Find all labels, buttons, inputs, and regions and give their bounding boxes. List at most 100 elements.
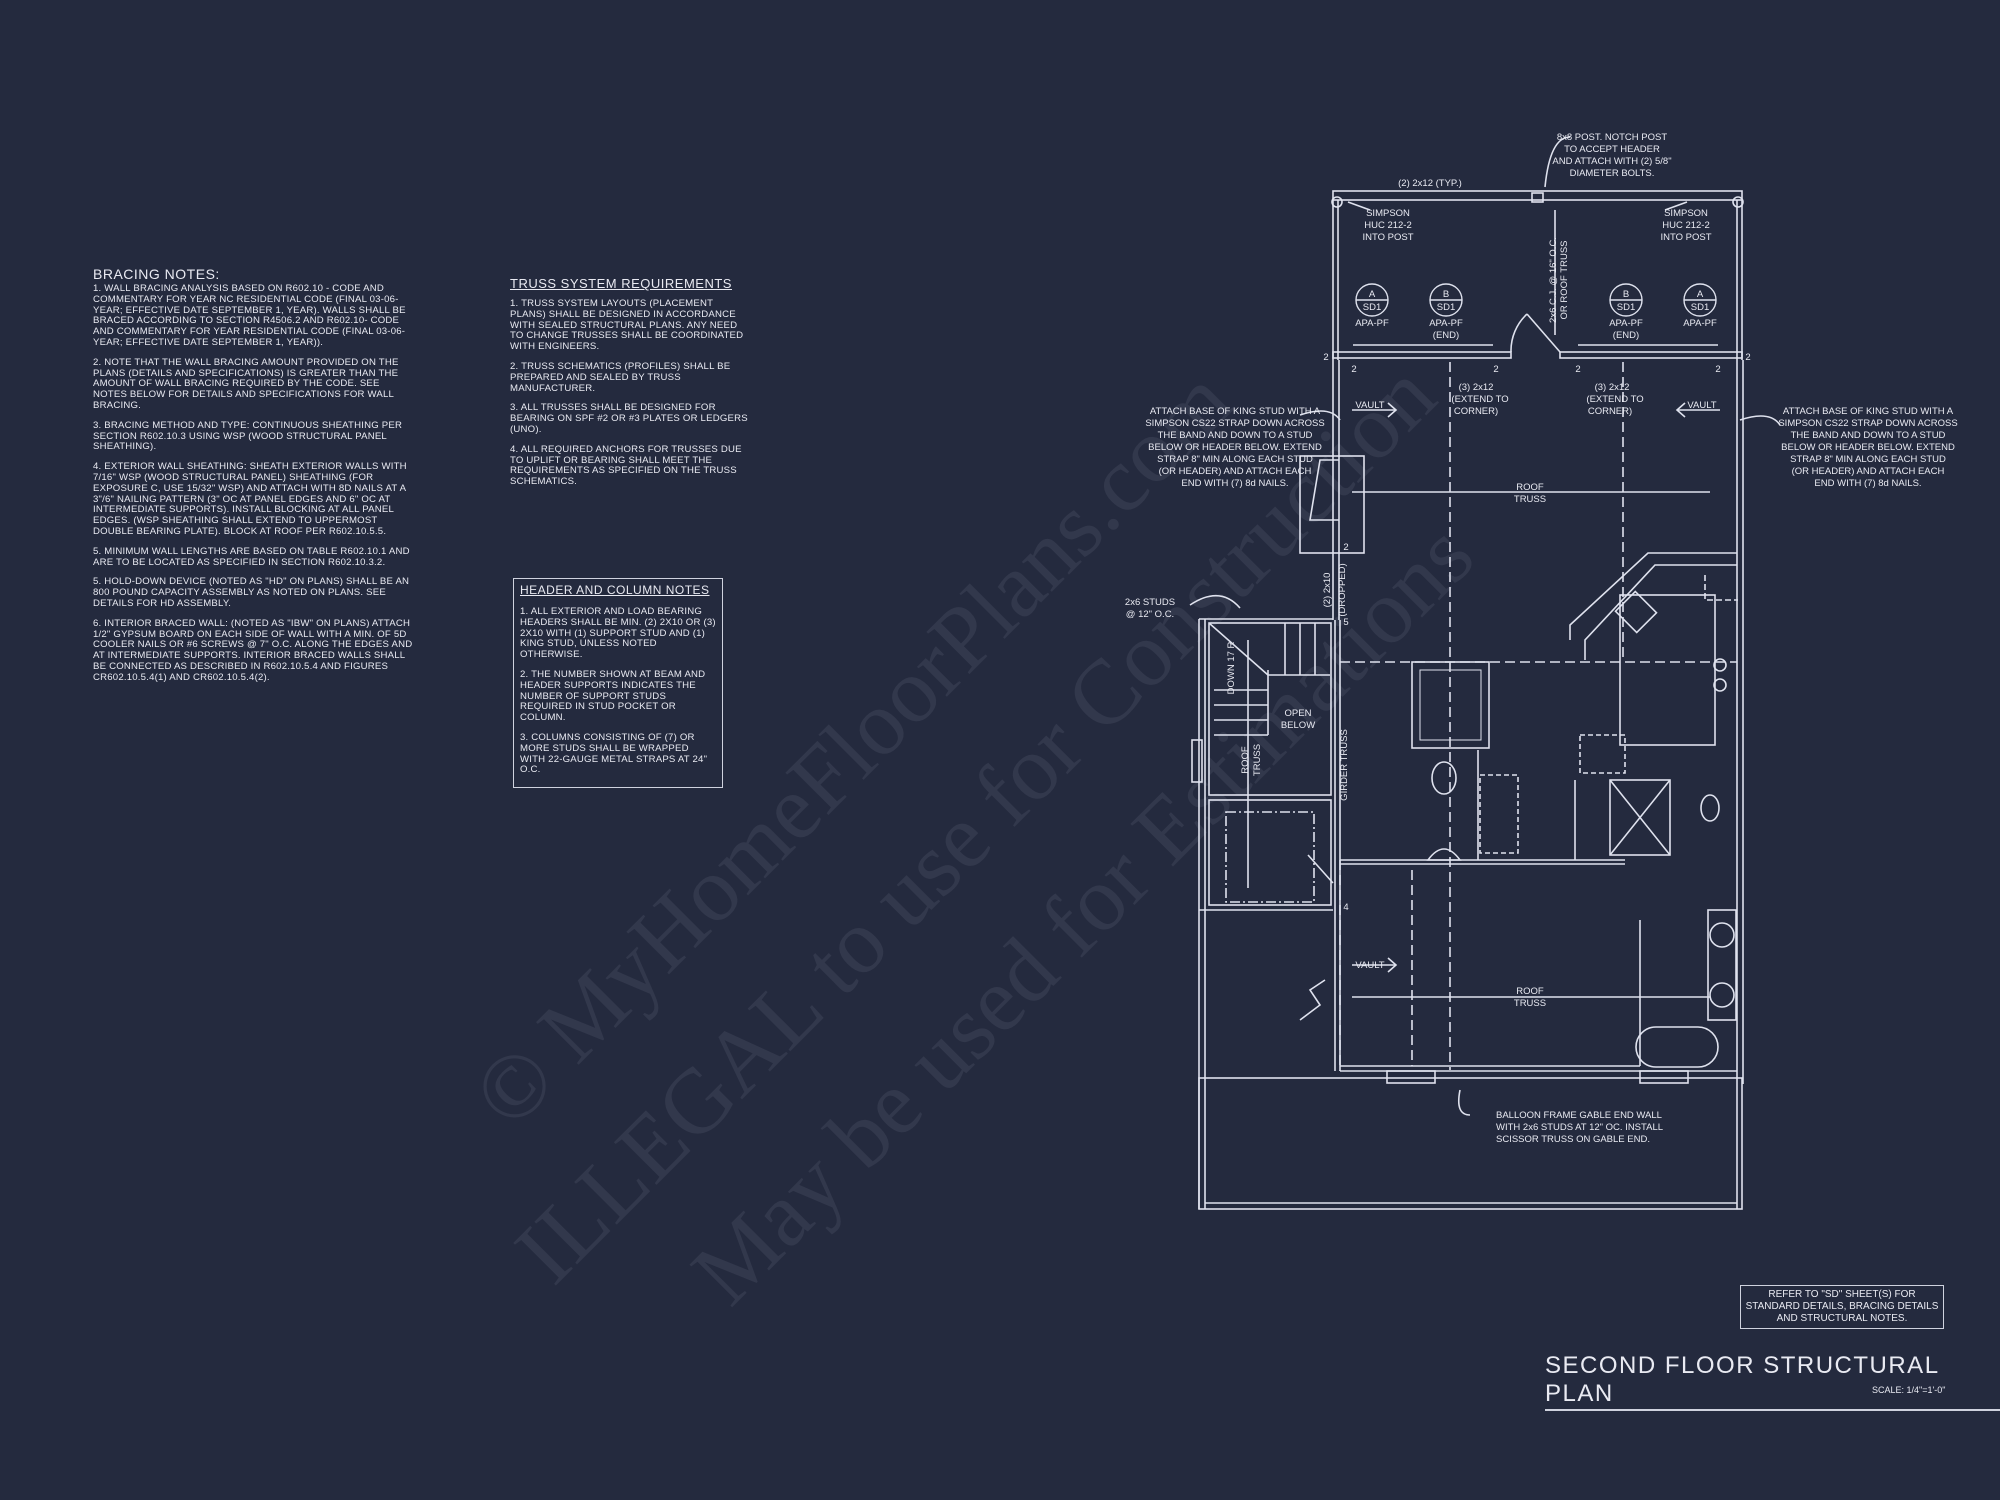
king-stud-note-left: BELOW OR HEADER BELOW. EXTEND bbox=[1148, 442, 1322, 453]
stud-count: 2 bbox=[1745, 352, 1750, 363]
stair-label: DOWN 17 R bbox=[1226, 641, 1237, 694]
callout-top: B bbox=[1443, 289, 1449, 300]
king-stud-note-left: END WITH (7) 8d NAILS. bbox=[1181, 478, 1288, 489]
king-stud-note-right: ATTACH BASE OF KING STUD WITH A bbox=[1783, 406, 1954, 417]
king-stud-note-left: STRAP 8" MIN ALONG EACH STUD bbox=[1157, 454, 1313, 465]
simpson-right: SIMPSON bbox=[1664, 208, 1708, 219]
post-note: DIAMETER BOLTS. bbox=[1570, 168, 1655, 179]
note-item: 3. ALL TRUSSES SHALL BE DESIGNED FOR BEA… bbox=[510, 402, 748, 435]
king-stud-note-right: SIMPSON CS22 STRAP DOWN ACROSS bbox=[1778, 418, 1957, 429]
callout-top: A bbox=[1697, 289, 1704, 300]
note-item: 5. HOLD-DOWN DEVICE (NOTED AS "HD" ON PL… bbox=[93, 576, 410, 609]
simpson-right: INTO POST bbox=[1660, 232, 1711, 243]
stud-count: 2 bbox=[1715, 364, 1720, 375]
king-stud-note-right: THE BAND AND DOWN TO A STUD bbox=[1791, 430, 1946, 441]
header-typ-label: (2) 2x12 (TYP.) bbox=[1398, 178, 1462, 189]
dropped-header-label: (2) 2x10 bbox=[1322, 573, 1333, 608]
ceiling-joist-label: 2x6 C.J. @ 16" O.C. bbox=[1548, 237, 1559, 323]
roof-truss-label: TRUSS bbox=[1514, 998, 1546, 1009]
callout-sub: (END) bbox=[1433, 330, 1459, 341]
king-stud-note-left: THE BAND AND DOWN TO A STUD bbox=[1158, 430, 1313, 441]
beam-right-label: (3) 2x12 bbox=[1595, 382, 1630, 393]
note-item: 4. ALL REQUIRED ANCHORS FOR TRUSSES DUE … bbox=[510, 443, 742, 488]
vault-label: VAULT bbox=[1687, 400, 1716, 411]
plan-linework bbox=[1189, 136, 1781, 1210]
stud-count: 5 bbox=[1343, 617, 1348, 628]
king-stud-note-right: BELOW OR HEADER BELOW. EXTEND bbox=[1781, 442, 1955, 453]
callout-top: B bbox=[1623, 289, 1629, 300]
note-item: 6. INTERIOR BRACED WALL: (NOTED AS "IBW"… bbox=[93, 617, 413, 683]
callout-top: A bbox=[1369, 289, 1376, 300]
callout-label: APA-PF bbox=[1609, 318, 1643, 329]
note-item: 3. COLUMNS CONSISTING OF (7) OR MORE STU… bbox=[520, 731, 708, 776]
beam-left-label: CORNER) bbox=[1454, 406, 1498, 417]
stud-count: 2 bbox=[1575, 364, 1580, 375]
note-item: 4. EXTERIOR WALL SHEATHING: SHEATH EXTER… bbox=[93, 461, 407, 537]
post-note: TO ACCEPT HEADER bbox=[1564, 144, 1660, 155]
roof-truss-label: TRUSS bbox=[1514, 494, 1546, 505]
truss-notes: TRUSS SYSTEM REQUIREMENTS 1. TRUSS SYSTE… bbox=[510, 276, 750, 497]
simpson-left: SIMPSON bbox=[1366, 208, 1410, 219]
king-stud-note-right: STRAP 8" MIN ALONG EACH STUD bbox=[1790, 454, 1946, 465]
gable-note: BALLOON FRAME GABLE END WALL bbox=[1496, 1110, 1662, 1121]
callout-label: APA-PF bbox=[1355, 318, 1389, 329]
refer-note: REFER TO "SD" SHEET(S) FOR STANDARD DETA… bbox=[1740, 1285, 1944, 1329]
beam-left-label: (EXTEND TO bbox=[1451, 394, 1508, 405]
header-column-notes: HEADER AND COLUMN NOTES 1. ALL EXTERIOR … bbox=[513, 578, 723, 788]
king-stud-note-left: ATTACH BASE OF KING STUD WITH A bbox=[1150, 406, 1321, 417]
callout-bottom: SD1 bbox=[1363, 302, 1381, 313]
king-stud-note-left: (OR HEADER) AND ATTACH EACH bbox=[1159, 466, 1312, 477]
callout-label: APA-PF bbox=[1429, 318, 1463, 329]
beam-right-label: CORNER) bbox=[1588, 406, 1632, 417]
king-stud-note-left: SIMPSON CS22 STRAP DOWN ACROSS bbox=[1145, 418, 1324, 429]
bracing-notes: BRACING NOTES: 1. WALL BRACING ANALYSIS … bbox=[93, 266, 413, 693]
note-item: 1. TRUSS SYSTEM LAYOUTS (PLACEMENT PLANS… bbox=[510, 298, 744, 353]
roof-truss-label: TRUSS bbox=[1252, 744, 1263, 776]
note-item: 3. BRACING METHOD AND TYPE: CONTINUOUS S… bbox=[93, 419, 403, 453]
studs-note: 2x6 STUDS bbox=[1125, 597, 1175, 608]
callout-label: APA-PF bbox=[1683, 318, 1717, 329]
plan-scale: SCALE: 1/4"=1'-0" bbox=[1872, 1385, 1946, 1395]
detail-callouts bbox=[1355, 283, 1717, 317]
studs-note: @ 12" O.C. bbox=[1126, 609, 1174, 620]
note-item: 2. NOTE THAT THE WALL BRACING AMOUNT PRO… bbox=[93, 356, 399, 411]
note-item: 1. ALL EXTERIOR AND LOAD BEARING HEADERS… bbox=[520, 606, 716, 661]
gable-note: WITH 2x6 STUDS AT 12" OC. INSTALL bbox=[1496, 1122, 1663, 1133]
vault-label: VAULT bbox=[1355, 400, 1384, 411]
callout-bottom: SD1 bbox=[1691, 302, 1709, 313]
simpson-left: INTO POST bbox=[1362, 232, 1413, 243]
callout-bottom: SD1 bbox=[1617, 302, 1635, 313]
header-notes-title: HEADER AND COLUMN NOTES bbox=[520, 583, 710, 597]
open-below-label: BELOW bbox=[1281, 720, 1315, 731]
stud-count: 2 bbox=[1493, 364, 1498, 375]
stud-count: 2 bbox=[1323, 352, 1328, 363]
roof-truss-label: ROOF bbox=[1516, 482, 1544, 493]
open-below-label: OPEN bbox=[1285, 708, 1312, 719]
note-item: 2. TRUSS SCHEMATICS (PROFILES) SHALL BE … bbox=[510, 360, 731, 394]
beam-right-label: (EXTEND TO bbox=[1586, 394, 1643, 405]
girder-truss-label: GIRDER TRUSS bbox=[1339, 729, 1350, 801]
stud-count: 4 bbox=[1343, 902, 1348, 913]
bracing-notes-title: BRACING NOTES: bbox=[93, 266, 220, 282]
beam-left-label: (3) 2x12 bbox=[1459, 382, 1494, 393]
truss-notes-title: TRUSS SYSTEM REQUIREMENTS bbox=[510, 276, 732, 291]
stud-count: 2 bbox=[1351, 364, 1356, 375]
roof-truss-label: ROOF bbox=[1516, 986, 1544, 997]
note-item: 2. THE NUMBER SHOWN AT BEAM AND HEADER S… bbox=[520, 668, 706, 724]
dropped-header-label: (DROPPED) bbox=[1337, 563, 1348, 616]
callout-sub: (END) bbox=[1613, 330, 1639, 341]
note-item: 5. MINIMUM WALL LENGTHS ARE BASED ON TAB… bbox=[93, 545, 410, 568]
simpson-right: HUC 212-2 bbox=[1662, 220, 1710, 231]
post-note: AND ATTACH WITH (2) 5/8" bbox=[1552, 156, 1671, 167]
king-stud-note-right: (OR HEADER) AND ATTACH EACH bbox=[1792, 466, 1945, 477]
roof-truss-label: ROOF bbox=[1240, 746, 1251, 774]
post-note: 8x8 POST. NOTCH POST bbox=[1557, 132, 1668, 143]
gable-note: SCISSOR TRUSS ON GABLE END. bbox=[1496, 1134, 1650, 1145]
vault-label: VAULT bbox=[1355, 960, 1384, 971]
stud-count: 2 bbox=[1343, 542, 1348, 553]
simpson-left: HUC 212-2 bbox=[1364, 220, 1412, 231]
note-item: 1. WALL BRACING ANALYSIS BASED ON R602.1… bbox=[93, 283, 406, 348]
ceiling-joist-label: OR ROOF TRUSS bbox=[1559, 241, 1570, 320]
plan-title: SECOND FLOOR STRUCTURAL PLAN bbox=[1545, 1352, 2000, 1411]
